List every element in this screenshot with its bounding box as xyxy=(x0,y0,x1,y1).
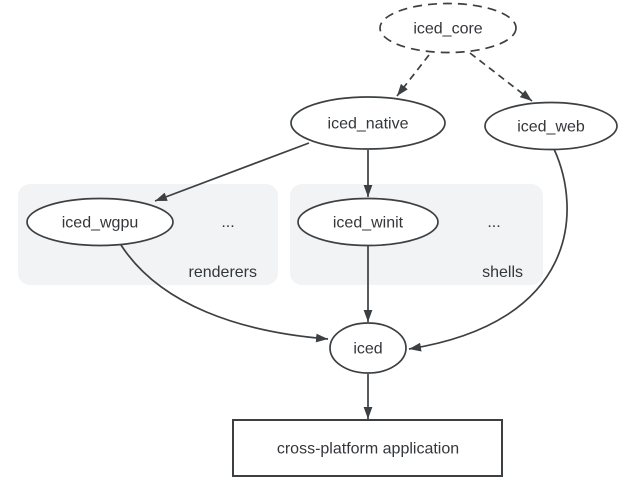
renderers-ellipsis: ... xyxy=(221,214,234,231)
node-label-iced-winit: iced_winit xyxy=(333,215,404,232)
group-label-shells: shells xyxy=(482,264,523,281)
node-label-iced-core: iced_core xyxy=(413,21,482,38)
edge-iced-core-to-iced-web xyxy=(469,52,533,102)
node-iced-core xyxy=(379,2,517,54)
node-iced-winit xyxy=(297,197,439,247)
node-iced-web xyxy=(484,101,618,151)
group-label-renderers: renderers xyxy=(189,264,257,281)
node-application-box xyxy=(232,419,503,477)
node-iced-wgpu xyxy=(26,197,174,247)
node-iced-native xyxy=(290,96,446,150)
edge-iced-core-to-iced-native xyxy=(396,54,430,97)
node-label-iced: iced xyxy=(353,341,382,358)
edge-iced-web-to-iced xyxy=(408,148,568,352)
shells-ellipsis: ... xyxy=(487,214,500,231)
node-label-iced-wgpu: iced_wgpu xyxy=(62,215,139,232)
node-label-application: cross-platform application xyxy=(277,441,459,458)
node-label-iced-web: iced_web xyxy=(517,119,585,136)
edge-iced-native-to-iced-wgpu xyxy=(154,142,310,202)
node-label-iced-native: iced_native xyxy=(328,116,409,133)
edge-iced-wgpu-to-iced xyxy=(120,244,329,343)
node-iced xyxy=(329,322,407,374)
